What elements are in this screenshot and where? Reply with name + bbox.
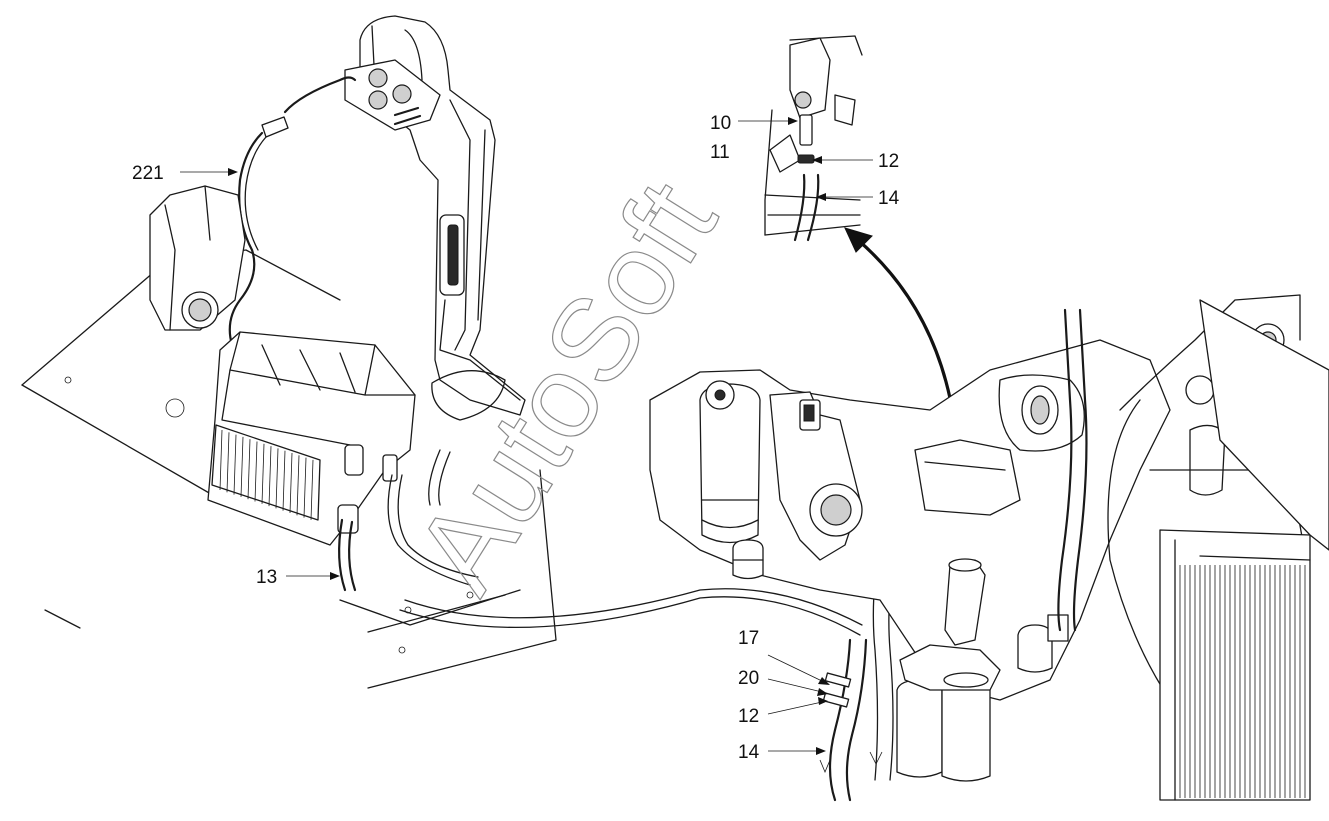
callout-11: 11 xyxy=(710,142,730,163)
heater-hoses xyxy=(338,449,897,802)
callout-11-label: 11 xyxy=(710,142,730,163)
callout-17: 17 xyxy=(738,628,830,685)
heater-dashboard-assembly xyxy=(21,15,557,689)
detail-inset xyxy=(764,35,863,242)
callout-10: 10 xyxy=(710,113,798,134)
callout-12-bottom-label: 12 xyxy=(738,706,759,727)
callout-14-top-label: 14 xyxy=(878,188,900,209)
callout-10-label: 10 xyxy=(710,113,731,134)
callout-12-bottom: 12 xyxy=(738,697,828,727)
callout-13-label: 13 xyxy=(256,567,277,588)
callout-12-top: 12 xyxy=(812,151,899,172)
radiator xyxy=(1159,299,1329,801)
callout-20-label: 20 xyxy=(738,668,759,689)
callout-221: 221 xyxy=(132,163,238,184)
callout-14-top: 14 xyxy=(816,188,900,209)
callout-221-label: 221 xyxy=(132,163,164,184)
callout-17-label: 17 xyxy=(738,628,759,649)
engine-assembly xyxy=(649,294,1309,782)
callout-20: 20 xyxy=(738,668,828,696)
callout-12-top-label: 12 xyxy=(878,151,899,172)
callout-13: 13 xyxy=(256,567,340,588)
callout-14-bottom-label: 14 xyxy=(738,742,760,763)
callout-14-bottom: 14 xyxy=(738,742,826,763)
